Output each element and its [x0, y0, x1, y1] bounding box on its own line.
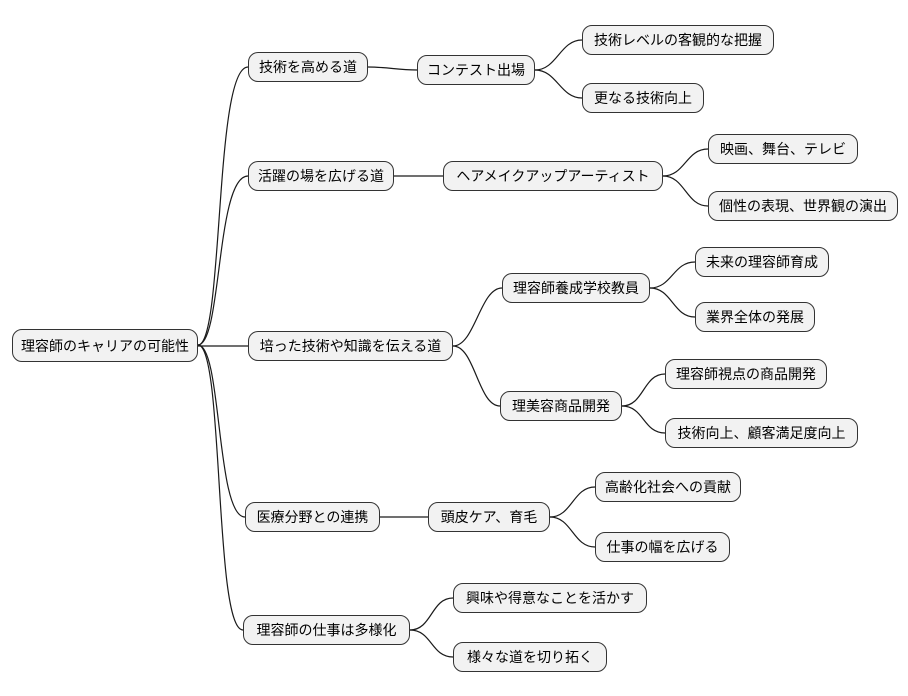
edge-improve-skills-to-contest [367, 66, 418, 71]
edge-artist-to-expression [662, 175, 709, 207]
edge-diversified-to-interests [409, 597, 454, 631]
edge-teacher-to-industry [649, 287, 696, 318]
node-scalp-care-hair-growth: 頭皮ケア、育毛 [428, 502, 550, 532]
node-diversified-barber-work: 理容師の仕事は多様化 [243, 615, 410, 645]
node-improve-skills-path: 技術を高める道 [248, 52, 368, 82]
node-individual-expression: 個性の表現、世界観の演出 [708, 191, 898, 221]
edge-root-to-diversified [197, 344, 244, 631]
node-beauty-product-development: 理美容商品開発 [500, 391, 622, 421]
edge-contest-to-assessment [534, 39, 583, 71]
edge-teacher-to-future-training [649, 261, 696, 289]
edge-contest-to-further-improvement [534, 69, 583, 99]
edge-root-to-improve-skills [197, 66, 249, 346]
node-barber-school-teacher: 理容師養成学校教員 [502, 273, 650, 303]
edge-artist-to-film [662, 148, 709, 177]
node-future-barber-training: 未来の理容師育成 [695, 247, 829, 277]
node-root-career-possibilities: 理容師のキャリアの可能性 [12, 329, 198, 362]
node-share-knowledge-path: 培った技術や知識を伝える道 [248, 331, 453, 361]
node-hair-makeup-artist: ヘアメイクアップアーティスト [443, 161, 663, 191]
node-medical-collaboration: 医療分野との連携 [245, 502, 380, 532]
edge-root-to-medical [197, 344, 246, 518]
edge-scalp-care-to-broaden-work [549, 516, 596, 548]
node-broaden-work-scope: 仕事の幅を広げる [595, 532, 730, 562]
node-pioneer-various-paths: 様々な道を切り拓く [453, 642, 607, 672]
edge-products-to-perspective [621, 373, 666, 407]
edge-products-to-satisfaction [621, 405, 666, 434]
node-expand-field-path: 活躍の場を広げる道 [248, 161, 394, 191]
node-barber-perspective-products: 理容師視点の商品開発 [665, 359, 827, 389]
node-contest-participation: コンテスト出場 [417, 55, 535, 85]
edge-scalp-care-to-aging-society [549, 486, 596, 518]
node-use-interests-strengths: 興味や得意なことを活かす [453, 583, 647, 613]
node-film-stage-tv: 映画、舞台、テレビ [708, 134, 858, 164]
node-aging-society-contribution: 高齢化社会への貢献 [595, 472, 741, 502]
node-skill-customer-satisfaction: 技術向上、顧客満足度向上 [665, 418, 858, 448]
edge-diversified-to-pioneer [409, 629, 454, 658]
node-further-skill-improvement: 更なる技術向上 [582, 83, 704, 113]
edge-root-to-expand-field [197, 175, 249, 346]
node-industry-development: 業界全体の発展 [695, 302, 815, 332]
node-objective-skill-assessment: 技術レベルの客観的な把握 [582, 25, 774, 55]
edge-share-knowledge-to-products [452, 345, 501, 407]
edge-share-knowledge-to-teacher [452, 287, 503, 347]
